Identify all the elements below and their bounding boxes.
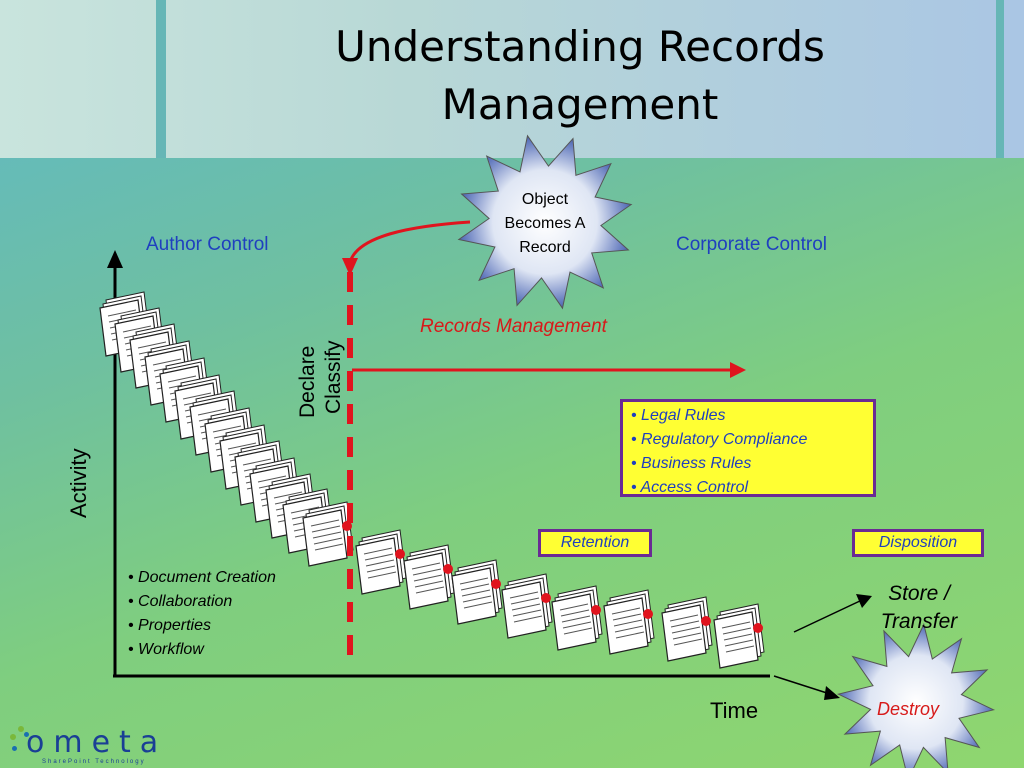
authoring-document-creation: Document Creation: [138, 569, 276, 586]
rule-regulatory: Regulatory Compliance: [641, 431, 808, 448]
authoring-collaboration: Collaboration: [138, 593, 233, 610]
rule-legal: Legal Rules: [641, 407, 726, 424]
header-band: [0, 0, 1024, 158]
declare-label: Declare: [296, 345, 319, 418]
rules-box: • Legal Rules • Regulatory Compliance • …: [620, 399, 876, 497]
record-curved-arrow: [348, 220, 471, 263]
destroy-label: Destroy: [877, 699, 940, 719]
store-transfer-line-1: Store /: [888, 582, 950, 605]
starburst-line-1: Object: [521, 191, 569, 208]
slide-title: Understanding Records Management: [335, 22, 825, 129]
logo-wordmark: ometa: [26, 725, 168, 760]
record-marker: [395, 549, 405, 559]
records-management-label: Records Management: [420, 316, 607, 337]
authoring-list: • Document Creation • Collaboration • Pr…: [128, 566, 276, 662]
y-axis-arrowhead: [107, 250, 123, 268]
record-marker: [701, 616, 711, 626]
destroy-arrowhead: [824, 686, 840, 700]
store-transfer-label: Store / Transfer: [860, 580, 978, 636]
record-marker: [591, 605, 601, 615]
destroy-arrow: [773, 675, 831, 695]
authoring-item: • Collaboration: [128, 593, 233, 610]
logo-tagline: SharePoint Technology: [42, 759, 146, 765]
rule-item: • Business Rules: [631, 455, 752, 472]
record-marker: [541, 593, 551, 603]
corporate-control-label: Corporate Control: [676, 234, 828, 255]
store-transfer-line-2: Transfer: [880, 610, 958, 633]
starburst-line-3: Record: [519, 239, 571, 256]
authoring-item: • Workflow: [128, 641, 204, 658]
rule-item: • Legal Rules: [631, 407, 726, 424]
retention-box: Retention: [538, 529, 652, 557]
logo-dots-icon: [10, 726, 40, 756]
author-control-label: Author Control: [146, 234, 269, 255]
document-stack: [99, 291, 765, 669]
record-curved-arrowhead: [342, 258, 358, 276]
authoring-item: • Document Creation: [128, 569, 276, 586]
record-marker: [342, 521, 352, 531]
authoring-item: • Properties: [128, 617, 211, 634]
starburst-line-2: Becomes A: [504, 215, 586, 232]
record-marker: [491, 579, 501, 589]
disposition-box: Disposition: [852, 529, 984, 557]
record-marker: [443, 564, 453, 574]
records-management-arrowhead: [730, 362, 746, 378]
record-marker: [753, 623, 763, 633]
activity-axis-label: Activity: [66, 448, 91, 518]
starburst-label: Object Becomes A Record: [482, 188, 608, 260]
header-divider-left: [156, 0, 166, 158]
record-marker: [643, 609, 653, 619]
rule-item: • Regulatory Compliance: [631, 431, 808, 448]
authoring-properties: Properties: [138, 617, 211, 634]
rule-item: • Access Control: [631, 479, 749, 496]
rule-business: Business Rules: [641, 455, 752, 472]
rule-access: Access Control: [640, 479, 749, 496]
object-becomes-record-starburst: [457, 134, 633, 310]
time-axis-label: Time: [710, 698, 759, 723]
classify-label: Classify: [322, 340, 345, 414]
header-divider-right: [996, 0, 1004, 158]
store-arrow: [793, 599, 863, 633]
store-arrowhead: [856, 594, 872, 608]
destroy-starburst: [836, 622, 996, 768]
authoring-workflow: Workflow: [138, 641, 204, 658]
